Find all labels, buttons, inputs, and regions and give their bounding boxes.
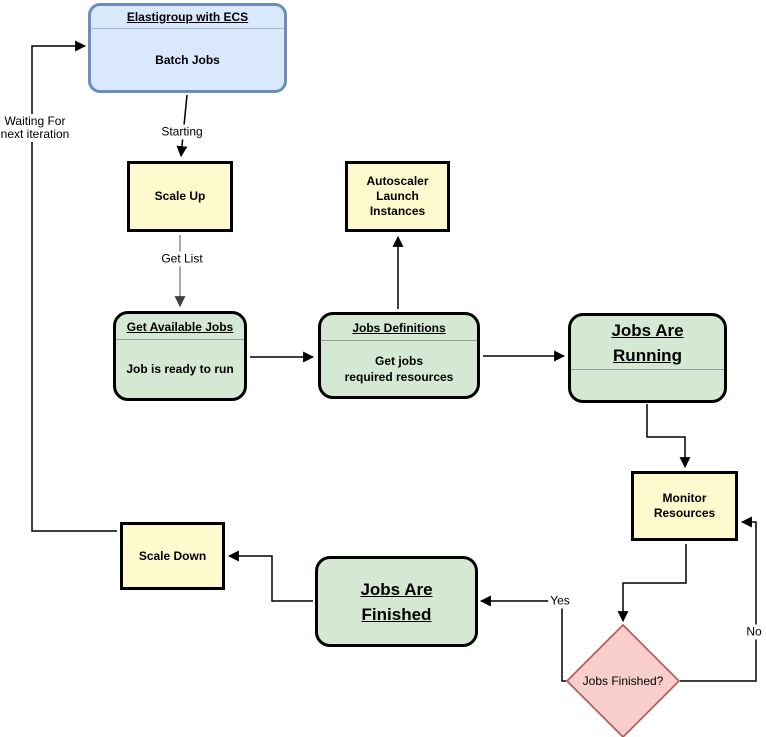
- edge-to-monitor: [646, 404, 691, 469]
- node-monitor-resources: Monitor Resources: [631, 471, 738, 541]
- edge-label-starting: Starting: [159, 124, 205, 140]
- edge-waiting-loop: [31, 40, 117, 532]
- node-jobs-are-running-empty-section: [571, 369, 724, 400]
- edge-yes: [479, 595, 566, 682]
- node-jobs-are-running-title: Jobs Are Running: [611, 320, 684, 365]
- edge-to-decision: [617, 544, 687, 623]
- node-scale-up-label: Scale Up: [154, 189, 206, 203]
- node-get-available-jobs-header: Get Available Jobs: [116, 314, 244, 340]
- node-scale-up: Scale Up: [127, 161, 233, 232]
- node-monitor-resources-label: Monitor Resources: [653, 491, 716, 520]
- node-get-available-jobs-body: Job is ready to run: [126, 362, 234, 376]
- edge-no-loop: [680, 516, 757, 682]
- node-jobs-definitions: Jobs Definitions Get jobs required resou…: [318, 312, 480, 399]
- node-jobs-definitions-body: Get jobs required resources: [344, 353, 454, 384]
- edge-label-no: No: [744, 624, 764, 640]
- node-elastigroup-header: Elastigroup with ECS: [91, 6, 284, 29]
- node-scale-down: Scale Down: [120, 522, 225, 590]
- node-elastigroup-body: Batch Jobs: [155, 52, 220, 67]
- node-get-available-jobs: Get Available Jobs Job is ready to run: [113, 311, 247, 401]
- node-jobs-finished-label: Jobs Finished?: [582, 674, 664, 688]
- edge-to-scale-down: [227, 550, 313, 602]
- node-scale-down-label: Scale Down: [138, 548, 207, 563]
- node-jobs-are-running: Jobs Are Running: [568, 313, 727, 403]
- node-jobs-are-finished-title: Jobs Are Finished: [360, 579, 433, 624]
- edge-label-yes: Yes: [548, 593, 572, 609]
- node-jobs-are-finished: Jobs Are Finished: [315, 556, 478, 647]
- node-jobs-finished-decision: Jobs Finished?: [566, 624, 680, 737]
- node-autoscaler-launch-instances: Autoscaler Launch Instances: [345, 161, 450, 232]
- node-elastigroup-batch-jobs: Elastigroup with ECS Batch Jobs: [88, 3, 287, 93]
- edge-label-get-list: Get List: [159, 251, 205, 267]
- edge-label-waiting: Waiting For next iteration: [0, 114, 72, 142]
- node-jobs-definitions-header: Jobs Definitions: [321, 315, 477, 341]
- node-autoscaler-label: Autoscaler Launch Instances: [366, 174, 429, 218]
- decision-diamond-shape: [566, 624, 680, 737]
